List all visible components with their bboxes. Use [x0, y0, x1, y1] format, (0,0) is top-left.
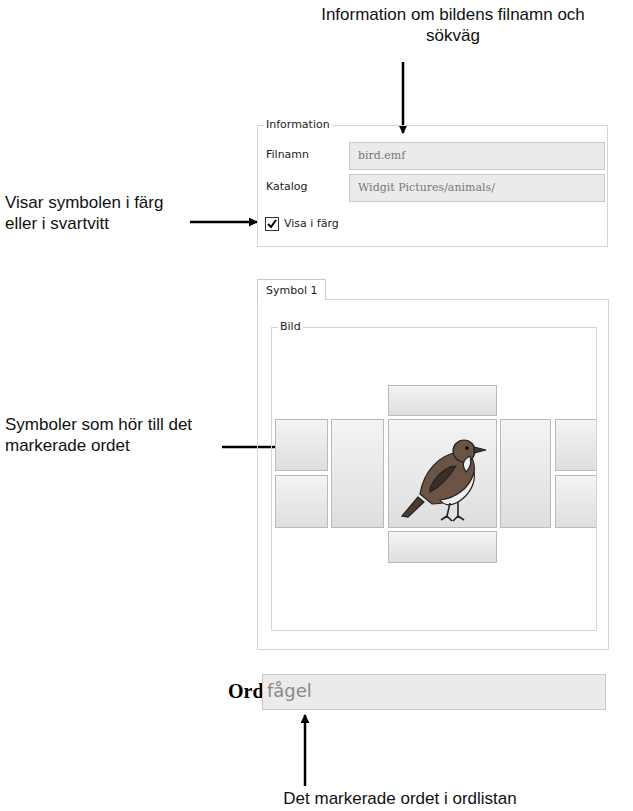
symbol-tab-panel: Symbol 1Bild	[257, 299, 609, 650]
group-title: Information	[264, 118, 332, 131]
info-groupbox: InformationFilnamnbird.emfKatalogWidgit …	[257, 125, 608, 247]
callout-text: Visar symbolen i färg eller i svartvitt	[5, 192, 190, 234]
checkbox-label: Visa i färg	[284, 217, 339, 230]
word-label: Ord	[228, 680, 264, 703]
word-field-box: fågel	[262, 674, 606, 710]
field-label: Katalog	[266, 180, 308, 193]
callout-text: Symboler som hör till det markerade orde…	[5, 414, 220, 456]
callout-text: Det markerade ordet i ordlistan	[250, 788, 550, 809]
filename-field: Filnamn bird.emf	[266, 142, 605, 170]
folder-field: Katalog Widgit Pictures/animals/	[266, 174, 605, 202]
text-field: Widgit Pictures/animals/	[349, 174, 605, 202]
color-checkbox: Visa i färg	[265, 214, 425, 234]
callout-text: Information om bildens filnamn och sökvä…	[318, 4, 588, 46]
word-field: Ordfågel	[228, 674, 606, 710]
tab-label: Symbol 1	[257, 279, 326, 300]
picture-groupbox: Bild	[271, 327, 597, 631]
field-label: Filnamn	[266, 148, 309, 161]
symbol-cells	[276, 386, 597, 563]
checkbox	[265, 217, 279, 231]
text-field: bird.emf	[349, 142, 605, 170]
group-title: Bild	[278, 320, 303, 333]
bird-picture	[402, 440, 486, 521]
